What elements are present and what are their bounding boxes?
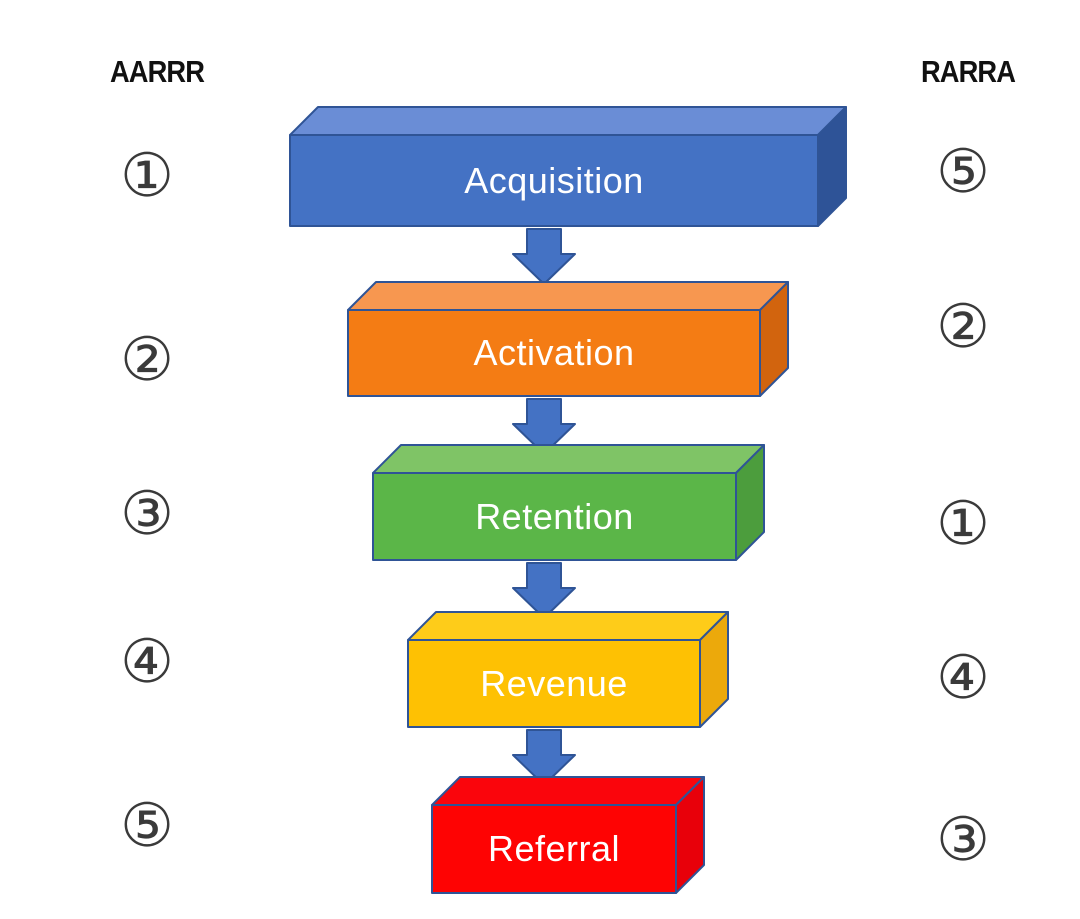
stage-label-referral: Referral [487,828,621,869]
funnel-stage-activation: Activation [347,281,789,397]
aarrr-framework-title: AARRR [109,54,205,89]
box-front-face [289,134,819,227]
down-arrow [512,228,576,285]
stage-label-activation: Activation [473,332,635,373]
down-arrow [512,398,576,455]
aarrr-rank-activation: ② [120,325,174,395]
box-top-face [347,281,789,311]
aarrr-rank-retention: ③ [120,479,174,549]
box-front-face [431,804,677,894]
acquisition-3d-box [289,106,847,227]
rarra-rank-referral: ③ [936,805,990,875]
stage-label-retention: Retention [475,495,634,537]
funnel-stage-referral: Referral [431,776,705,894]
funnel-stage-acquisition: Acquisition [289,106,847,227]
rarra-framework-title: RARRA [920,54,1016,89]
rarra-rank-activation: ② [936,292,990,362]
down-arrow [512,729,576,786]
box-front-face [347,309,761,397]
rarra-rank-acquisition: ⑤ [936,137,990,207]
retention-3d-box [372,444,765,561]
aarrr-rank-referral: ⑤ [120,791,174,861]
box-top-face [407,611,729,641]
funnel-stage-retention: Retention [372,444,765,561]
stage-label-acquisition: Acquisition [464,159,644,201]
rarra-rank-retention: ① [936,489,990,559]
rarra-rank-revenue: ④ [936,643,990,713]
referral-3d-box [431,776,705,894]
box-front-face [372,472,737,561]
aarrr-rank-revenue: ④ [120,627,174,697]
down-arrow [512,562,576,619]
activation-3d-box [347,281,789,397]
box-front-face [407,639,701,728]
stage-label-revenue: Revenue [480,662,628,704]
box-top-face [372,444,765,474]
box-top-face [289,106,847,136]
aarrr-rank-acquisition: ① [120,141,174,211]
funnel-stage-revenue: Revenue [407,611,729,728]
box-top-face [431,776,705,806]
revenue-3d-box [407,611,729,728]
